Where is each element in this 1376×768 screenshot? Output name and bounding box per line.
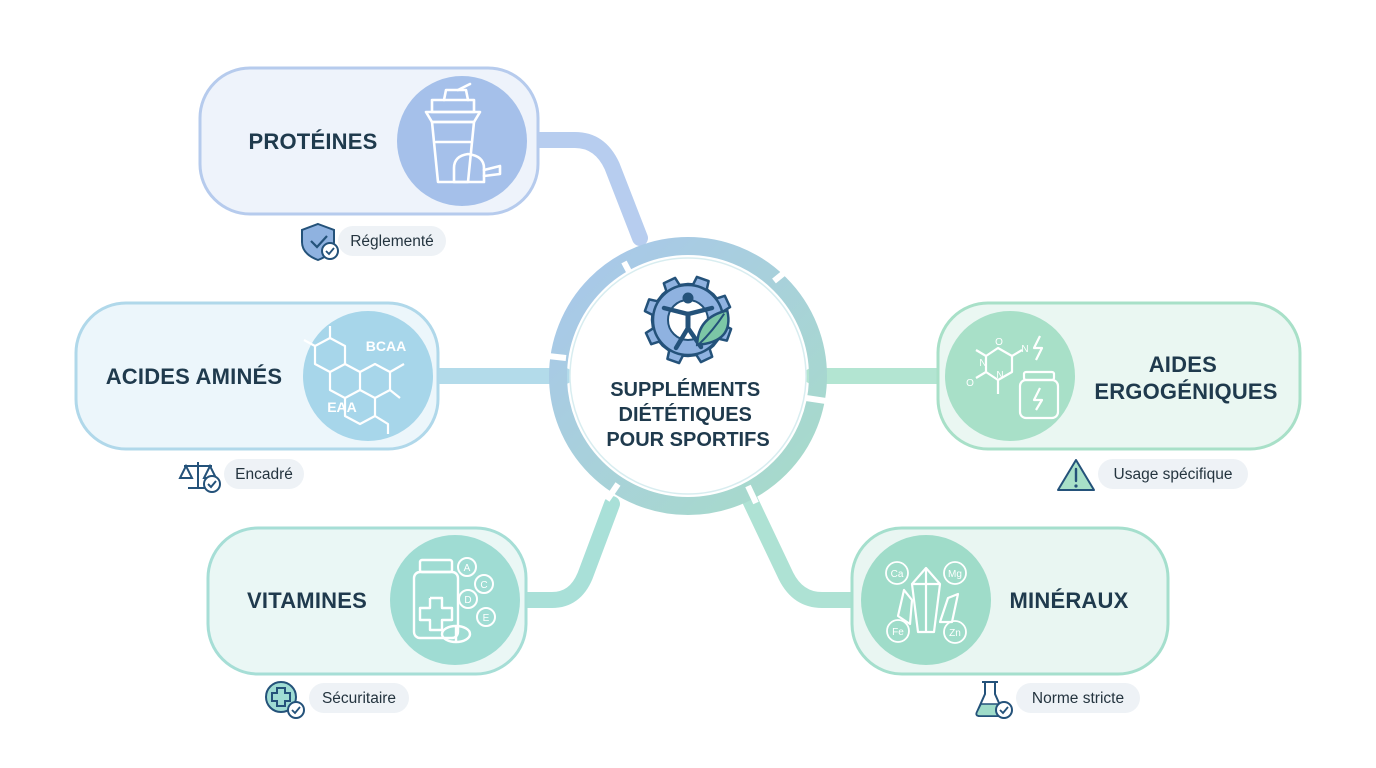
vitamin-label-c: C [480,580,487,591]
node-vitamines-icon-circle [390,535,520,665]
node-proteines-tag: Réglementé [301,222,446,262]
caffeine-label-o2: O [966,378,974,389]
caffeine-label-o1: O [995,337,1003,348]
mineral-badges [885,561,967,644]
center-title-line-2: DIÉTÉTIQUES [619,403,752,426]
node-mineraux[interactable]: Ca Mg Fe Zn MINÉRAUX Norme stricte [850,526,1170,719]
node-acides-tag-label: Encadré [235,466,293,483]
node-aides-tag: Usage spécifique [1057,459,1248,491]
mineral-label-ca: Ca [891,569,904,580]
caffeine-label-n1: N [979,358,986,369]
node-proteines-title: PROTÉINES [249,129,378,154]
molecule-icon [303,326,405,434]
node-aides-title-line-1: AIDES [1149,352,1217,377]
mineral-label-zn: Zn [949,628,961,639]
node-mineraux-title: MINÉRAUX [1010,588,1129,613]
center-ring [549,237,827,515]
mineral-label-mg: Mg [948,569,962,580]
caffeine-label-n2: N [996,370,1003,381]
node-proteines[interactable]: PROTÉINES Réglementé [198,66,540,262]
node-aides-title: AIDES ERGOGÉNIQUES [1094,352,1277,404]
connector-mineraux [740,488,860,608]
node-mineraux-tag-label: Norme stricte [1032,690,1124,707]
flask-check-icon [975,681,1013,719]
connector-proteines [530,132,648,246]
node-aides[interactable]: N O O N N AIDES ERGOGÉNIQUES Usage spéci… [936,301,1302,491]
node-acides-icon-label-eaa: EAA [327,399,357,415]
caffeine-jar-icon [975,335,1060,420]
node-acides-icon-label-bcaa: BCAA [366,338,406,354]
connector-vitamines [518,496,620,608]
caffeine-label-n3: N [1021,344,1028,355]
node-acides-title: ACIDES AMINÉS [106,364,283,389]
node-acides[interactable]: ACIDES AMINÉS BCAA EAA [74,301,440,493]
node-aides-title-line-2: ERGOGÉNIQUES [1094,379,1277,404]
vitamin-label-a: A [464,563,471,574]
node-aides-icon-circle [945,311,1075,441]
medical-cross-check-icon [265,681,305,719]
crystal-minerals-icon [896,566,960,634]
balance-scale-check-icon [178,462,221,493]
shield-check-icon [301,222,339,262]
node-aides-tag-label: Usage spécifique [1114,466,1233,483]
center-hub: SUPPLÉMENTS DIÉTÉTIQUES POUR SPORTIFS [547,237,827,515]
node-acides-tag: Encadré [178,459,304,493]
node-acides-icon-circle [303,311,433,441]
connectors [430,132,946,608]
center-title-line-1: SUPPLÉMENTS [610,378,760,401]
warning-triangle-icon [1057,459,1095,491]
pill-bottle-icon [412,558,472,644]
node-vitamines-tag: Sécuritaire [265,681,409,719]
vitamin-label-e: E [483,613,490,624]
gear-person-leaf-icon [643,275,733,365]
node-vitamines-title: VITAMINES [247,588,367,613]
center-ring-gaps [547,260,827,505]
node-proteines-tag-label: Réglementé [350,233,434,250]
mineral-label-fe: Fe [892,627,904,638]
center-disc [569,257,807,495]
node-vitamines[interactable]: VITAMINES A C D E Sécur [206,526,528,719]
node-vitamines-tag-label: Sécuritaire [322,690,396,707]
center-title: SUPPLÉMENTS DIÉTÉTIQUES POUR SPORTIFS [606,378,769,451]
node-mineraux-tag: Norme stricte [975,681,1140,719]
vitamin-label-d: D [464,595,471,606]
center-title-line-3: POUR SPORTIFS [606,429,769,451]
shaker-scoop-icon [424,82,502,184]
vitamin-letters [457,557,496,627]
